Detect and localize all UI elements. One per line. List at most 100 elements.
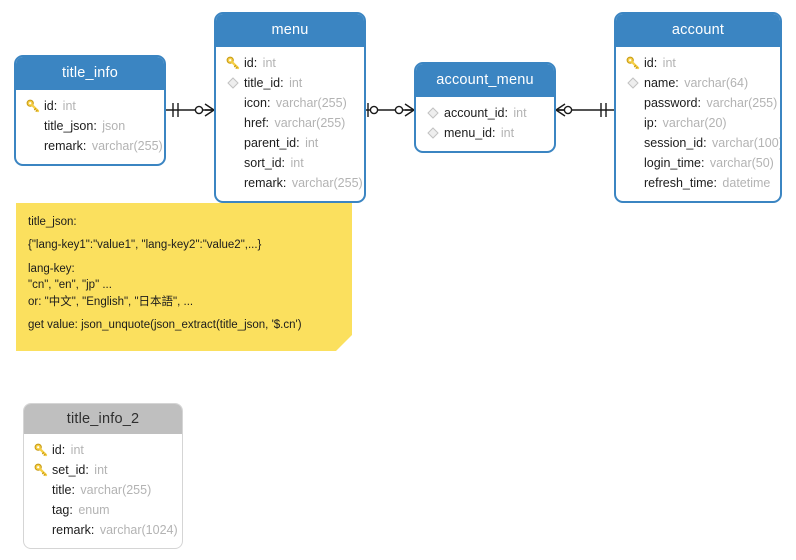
entity-account-header: account — [616, 14, 780, 47]
field-name: title — [52, 483, 72, 497]
field-title_info-id[interactable]: id: int — [16, 96, 164, 116]
field-name: icon — [244, 96, 267, 110]
field-colon: : — [71, 483, 75, 497]
field-type: datetime — [722, 176, 771, 190]
primary-key-icon — [32, 442, 50, 458]
field-type: varchar(100) — [712, 136, 782, 150]
blank-icon — [224, 95, 242, 111]
field-menu-sort_id[interactable]: sort_id: int — [216, 153, 364, 173]
entity-account_menu-fields: account_id: int menu_id: int — [416, 97, 554, 151]
field-type: varchar(255) — [91, 139, 163, 153]
field-colon: : — [282, 176, 287, 190]
entity-title_info[interactable]: title_info id: int title_json: json — [14, 55, 166, 166]
field-account_menu-account_id[interactable]: account_id: int — [416, 103, 554, 123]
entity-account[interactable]: account id: int — [614, 12, 782, 203]
field-type: int — [662, 56, 676, 70]
field-type: varchar(255) — [274, 116, 346, 130]
field-account-login_time[interactable]: login_time: varchar(50) — [616, 153, 780, 173]
entity-account-fields: id: int name: varchar(64) password: varc… — [616, 47, 780, 201]
entity-title_info-fields: id: int title_json: json remark: varchar… — [16, 90, 164, 164]
field-type: int — [70, 443, 84, 457]
field-colon: : — [675, 76, 679, 90]
blank-icon — [624, 135, 642, 151]
field-account-ip[interactable]: ip: varchar(20) — [616, 113, 780, 133]
relationship-account_menu-account[interactable] — [555, 103, 614, 117]
field-menu-icon[interactable]: icon: varchar(255) — [216, 93, 364, 113]
field-title_info_2-title[interactable]: title: varchar(255) — [24, 480, 182, 500]
field-colon: : — [266, 96, 271, 110]
entity-account_menu-header: account_menu — [416, 64, 554, 97]
field-name: sort_id — [244, 156, 282, 170]
field-account-id[interactable]: id: int — [616, 53, 780, 73]
field-menu-parent_id[interactable]: parent_id: int — [216, 133, 364, 153]
relationship-title_info-menu[interactable] — [166, 103, 215, 117]
field-name: title_json — [44, 119, 94, 133]
blank-icon — [624, 155, 642, 171]
field-colon: : — [280, 76, 284, 90]
blank-icon — [32, 522, 50, 538]
field-title_info_2-remark[interactable]: remark: varchar(1024) — [24, 520, 182, 540]
field-colon: : — [90, 523, 95, 537]
field-title_info_2-id[interactable]: id: int — [24, 440, 182, 460]
primary-key-icon — [624, 55, 642, 71]
relationship-menu-account_menu[interactable] — [366, 103, 415, 117]
field-type: varchar(255) — [706, 96, 778, 110]
field-name: tag — [52, 503, 70, 517]
field-name: id — [644, 56, 654, 70]
field-type: enum — [78, 503, 110, 517]
field-title_info-remark[interactable]: remark: varchar(255) — [16, 136, 164, 156]
note-title_json[interactable]: title_json: {"lang-key1":"value1", "lang… — [16, 203, 352, 351]
field-name: id — [44, 99, 54, 113]
field-title_info_2-set_id[interactable]: set_id: int — [24, 460, 182, 480]
field-menu-href[interactable]: href: varchar(255) — [216, 113, 364, 133]
entity-title_info_2[interactable]: title_info_2 id: int — [23, 403, 183, 549]
foreign-key-icon — [624, 75, 642, 91]
field-type: varchar(50) — [709, 156, 774, 170]
entity-menu-fields: id: int title_id: int icon: varchar(255)… — [216, 47, 364, 201]
primary-key-icon — [224, 55, 242, 71]
field-menu-title_id[interactable]: title_id: int — [216, 73, 364, 93]
field-type: int — [262, 56, 276, 70]
note-line: get value: json_unquote(json_extract(tit… — [28, 318, 302, 331]
entity-title_info_2-header: title_info_2 — [24, 404, 182, 434]
field-name: menu_id — [444, 126, 492, 140]
note-line: title_json: — [28, 216, 77, 228]
field-title_info-title_json[interactable]: title_json: json — [16, 116, 164, 136]
field-type: int — [62, 99, 76, 113]
field-type: varchar(255) — [80, 483, 152, 497]
field-account-refresh_time[interactable]: refresh_time: datetime — [616, 173, 780, 193]
blank-icon — [624, 115, 642, 131]
field-account-name[interactable]: name: varchar(64) — [616, 73, 780, 93]
field-type: varchar(255) — [291, 176, 363, 190]
blank-icon — [624, 95, 642, 111]
field-title_info_2-tag[interactable]: tag: enum — [24, 500, 182, 520]
field-type: json — [102, 119, 126, 133]
entity-menu[interactable]: menu id: int — [214, 12, 366, 203]
field-colon: : — [53, 99, 58, 113]
note-line: "cn", "en", "jp" ... — [28, 279, 112, 292]
field-type: varchar(255) — [275, 96, 347, 110]
field-account-password[interactable]: password: varchar(255) — [616, 93, 780, 113]
field-name: remark — [244, 176, 283, 190]
blank-icon — [624, 175, 642, 191]
field-name: remark — [52, 523, 91, 537]
field-account_menu-menu_id[interactable]: menu_id: int — [416, 123, 554, 143]
field-colon: : — [491, 126, 496, 140]
field-type: int — [290, 156, 304, 170]
field-type: int — [500, 126, 515, 140]
primary-key-icon — [32, 462, 50, 478]
field-type: int — [289, 76, 303, 90]
field-name: id — [244, 56, 254, 70]
field-colon: : — [93, 119, 97, 133]
entity-account_menu[interactable]: account_menu account_id: int menu_id: in… — [414, 62, 556, 153]
field-colon: : — [85, 463, 89, 477]
blank-icon — [224, 135, 242, 151]
field-menu-remark[interactable]: remark: varchar(255) — [216, 173, 364, 193]
field-menu-id[interactable]: id: int — [216, 53, 364, 73]
note-fold-corner — [336, 335, 352, 351]
field-colon: : — [713, 176, 717, 190]
field-account-session_id[interactable]: session_id: varchar(100) — [616, 133, 780, 153]
field-name: session_id — [644, 136, 704, 150]
field-name: id — [52, 443, 62, 457]
